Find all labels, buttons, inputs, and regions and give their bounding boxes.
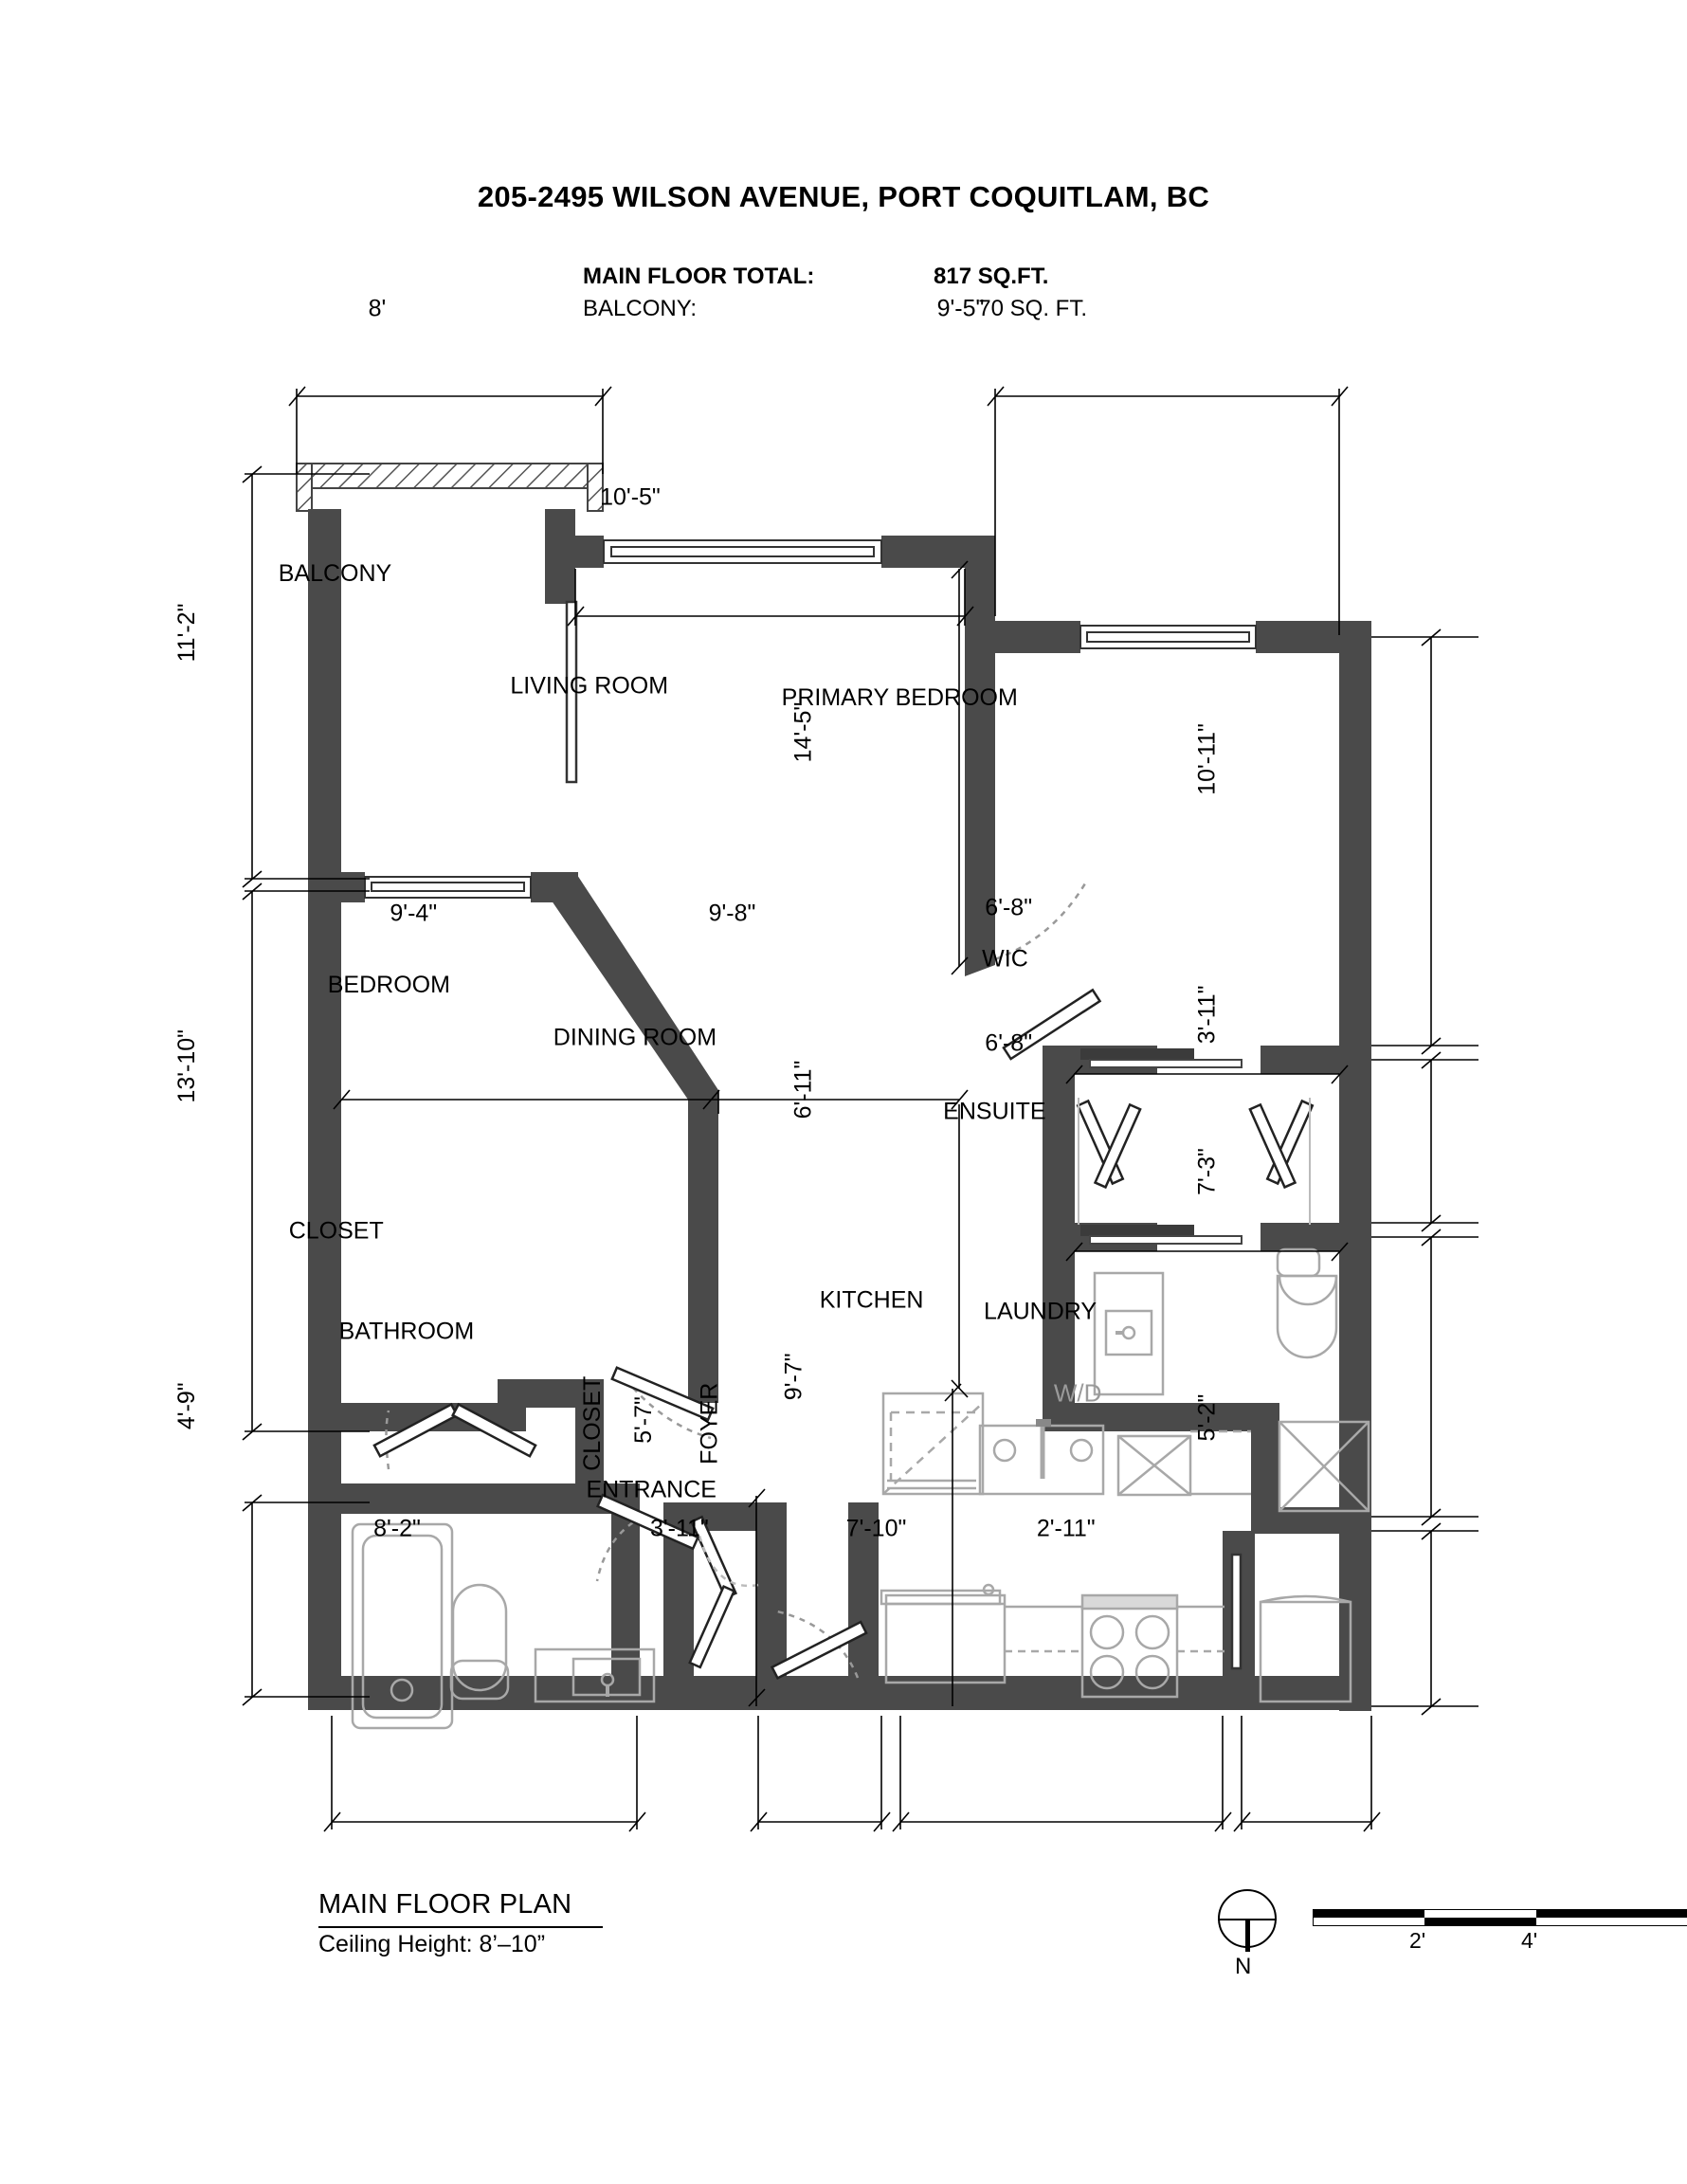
shower-icon — [1278, 1420, 1370, 1513]
kitchen-sink-icon — [978, 1419, 1105, 1496]
scale-tick-2ft: 2' — [1409, 1928, 1426, 1953]
scale-bar-frame — [1313, 1909, 1687, 1926]
room-label-closet-vertical: CLOSET — [579, 1376, 606, 1471]
dimension-vertical-9: 7'-3" — [1194, 1148, 1221, 1195]
dishwasher-icon — [1116, 1434, 1192, 1497]
dimension-vertical-4: 6'-11" — [789, 1061, 816, 1119]
room-label-foyer-vertical: FOYER — [696, 1383, 722, 1465]
room-labels-layer: BALCONY LIVING ROOM PRIMARY BEDROOM BEDROOM… — [279, 560, 1102, 1503]
balcony-area-value: 70 SQ. FT. — [978, 296, 1087, 321]
fridge-icon — [880, 1583, 1007, 1684]
dimension-horizontal-4: 9'-8" — [709, 900, 756, 926]
washer-dryer-icon — [1259, 1594, 1352, 1703]
room-label-bedroom: BEDROOM — [328, 972, 450, 998]
room-label-primary-bedroom: PRIMARY BEDROOM — [782, 684, 1018, 711]
dimension-vertical-5: 9'-7" — [780, 1353, 807, 1400]
room-label-living-room: LIVING ROOM — [510, 673, 668, 700]
dimension-horizontal-5: 6'-8" — [985, 894, 1032, 920]
room-label-bathroom: BATHROOM — [339, 1319, 475, 1345]
dimension-horizontal-6: 6'-8" — [985, 1030, 1032, 1057]
dimension-vertical-7: 10'-11" — [1194, 723, 1221, 795]
dimension-vertical-2: 4'-9" — [173, 1382, 200, 1429]
page-title: 205-2495 WILSON AVENUE, PORT COQUITLAM, … — [477, 180, 1210, 213]
dimension-vertical-8: 3'-11" — [1194, 985, 1221, 1044]
room-label-kitchen: KITCHEN — [820, 1286, 924, 1313]
dimension-horizontal-0: 8' — [369, 296, 387, 322]
main-floor-total-label: MAIN FLOOR TOTAL: — [583, 264, 815, 289]
balcony-area-label: BALCONY: — [583, 296, 698, 321]
dimension-horizontal-10: 2'-11" — [1037, 1515, 1096, 1541]
room-label-laundry: LAUNDRY — [984, 1299, 1097, 1325]
dimension-lines-layer — [242, 386, 1478, 1832]
room-label-closet: CLOSET — [289, 1217, 384, 1244]
dimension-horizontal-1: 9'-5" — [937, 296, 985, 322]
appliance-label-wd: W/D — [1054, 1378, 1102, 1407]
room-label-balcony: BALCONY — [279, 560, 392, 587]
room-label-wic: WIC — [982, 946, 1028, 973]
footer-ceiling-height: Ceiling Height: 8’–10” — [318, 1926, 603, 1958]
dimension-horizontal-9: 7'-10" — [846, 1515, 907, 1541]
dimension-vertical-10: 5'-2" — [1194, 1394, 1221, 1442]
dimension-vertical-3: 14'-5" — [789, 702, 816, 763]
area-summary: MAIN FLOOR TOTAL: 817 SQ.FT. BALCONY: 70… — [0, 264, 1687, 322]
dimension-horizontal-3: 9'-4" — [390, 900, 437, 926]
laundry-door — [1230, 1553, 1243, 1670]
dimension-vertical-6: 5'-7" — [630, 1396, 657, 1444]
main-floor-total-value: 817 SQ.FT. — [934, 264, 1049, 289]
dimension-vertical-0: 11'-2" — [173, 604, 200, 663]
north-arrow-needle — [1245, 1919, 1250, 1952]
dimension-labels-layer: 8' 9'-5" 10'-5" 9'-4" 9'-8" 6'-8" 6'-8" 8'-2" 3'… — [173, 296, 1221, 1542]
north-label: N — [1235, 1954, 1252, 1979]
walls-layer — [296, 463, 1371, 1711]
room-label-entrance: ENTRANCE — [586, 1477, 717, 1503]
stove-icon — [1080, 1593, 1179, 1699]
kitchen-counter-corner — [881, 1392, 985, 1496]
footer-plan-title: MAIN FLOOR PLAN — [318, 1889, 572, 1920]
toilet-icon — [449, 1583, 510, 1701]
room-label-dining-room: DINING ROOM — [553, 1025, 717, 1051]
scale-bar-seg3 — [1536, 1909, 1687, 1918]
ensuite-vanity-icon — [1093, 1271, 1165, 1396]
scale-bar-seg1 — [1313, 1909, 1424, 1918]
room-label-ensuite: ENSUITE — [943, 1098, 1045, 1124]
dimension-horizontal-8: 3'-11" — [650, 1515, 709, 1541]
scale-and-north: N 2' 4' 8' — [1218, 1882, 1687, 1979]
fixtures-layer — [351, 1247, 1370, 1730]
dimension-vertical-1: 13'-10" — [173, 1029, 200, 1103]
dimension-horizontal-7: 8'-2" — [373, 1515, 421, 1541]
scale-tick-4ft: 4' — [1521, 1928, 1538, 1953]
scale-bar-seg2 — [1424, 1918, 1536, 1926]
doors-layer — [372, 600, 1315, 1681]
vanity-icon — [534, 1647, 656, 1703]
dimension-horizontal-2: 10'-5" — [600, 484, 661, 511]
ensuite-toilet-icon — [1276, 1247, 1338, 1359]
